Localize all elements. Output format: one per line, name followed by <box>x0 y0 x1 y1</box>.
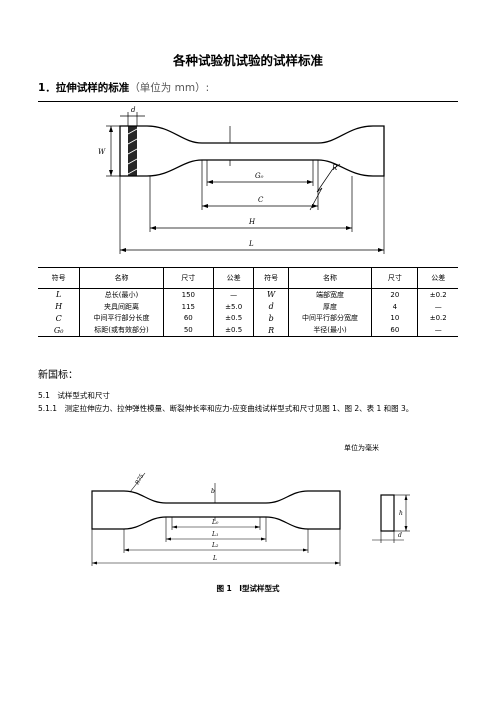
table-header: 符号 <box>38 267 80 289</box>
table-cell: W <box>253 288 289 301</box>
section-1-heading: 1．拉伸试样的标准（单位为 mm）: <box>38 80 209 95</box>
table-cell: 夹具间距离 <box>79 300 164 313</box>
section-divider <box>38 101 458 102</box>
table-cell: — <box>417 300 458 313</box>
section-5-1-heading: 5.1 试样型式和尺寸 <box>38 391 110 400</box>
figure-1-caption: 图 1 Ⅰ型试样型式 <box>216 584 280 593</box>
table-cell: — <box>212 288 254 301</box>
label-L0: L₀ <box>211 519 219 526</box>
section-5-1-1-text: 5.1.1 测定拉伸应力、拉伸弹性模量、断裂伸长率和应力-应变曲线试样型式和尺寸… <box>38 404 414 413</box>
specimen-1-outline <box>119 125 385 177</box>
unit-label: 单位为毫米 <box>344 444 379 452</box>
page-title: 各种试验机试验的试样标准 <box>172 53 323 68</box>
table-cell: 半径(最小) <box>287 324 372 338</box>
table-cell: L <box>55 290 62 300</box>
table-header: 公差 <box>417 267 458 289</box>
table-cell: d <box>253 300 289 313</box>
table-cell: 标距(或有效部分) <box>79 324 164 338</box>
label-L: L <box>248 240 254 248</box>
table-cell: 150 <box>162 288 214 301</box>
table-cell: ±0.5 <box>212 312 254 325</box>
section-1-unit-note: （单位为 mm）: <box>129 82 210 94</box>
table-cell: 60 <box>371 324 418 338</box>
table-cell: G₀ <box>38 324 80 338</box>
table-cell: 厚度 <box>287 300 372 313</box>
label-W: W <box>98 148 106 156</box>
table-header: 尺寸 <box>162 267 214 289</box>
table-header: 名称 <box>79 267 164 289</box>
label-G0: G₀ <box>255 172 264 180</box>
table-cell: 总长(最小) <box>79 288 164 301</box>
label-R: R <box>331 164 338 172</box>
table-header-row: 符号 名称 尺寸 公差 符号 名称 尺寸 公差 <box>38 267 458 289</box>
label-d2: d <box>398 532 402 539</box>
specimen-2-side-view <box>380 494 395 532</box>
table-cell: ±0.5 <box>212 324 254 338</box>
table-cell: R <box>253 324 289 338</box>
specimen-diagram-2: R75 b L₀ L₁ L₂ L h d <box>91 472 410 566</box>
section-1-label: 1．拉伸试样的标准 <box>38 82 130 94</box>
new-standard-heading: 新国标： <box>38 370 78 381</box>
table-cell: — <box>417 324 458 338</box>
label-C: C <box>258 196 264 204</box>
label-H: H <box>248 218 256 226</box>
table-cell: 中间平行部分长度 <box>79 312 164 325</box>
table-cell: 60 <box>162 312 214 325</box>
table-cell: 10 <box>371 312 418 325</box>
table-cell: H <box>55 302 63 312</box>
label-d: d <box>131 106 136 114</box>
table-cell: 115 <box>162 300 214 313</box>
table-cell: 50 <box>162 324 214 338</box>
thickness-hatch <box>128 126 137 176</box>
specification-table: 符号 名称 尺寸 公差 符号 名称 尺寸 公差 L 总长(最小) 150 — W… <box>38 267 458 338</box>
label-h: h <box>399 510 403 517</box>
label-L: L <box>212 555 217 562</box>
table-cell: 端部宽度 <box>287 288 372 301</box>
label-L2: L₂ <box>211 542 219 549</box>
table-cell: 20 <box>371 288 418 301</box>
table-header: 名称 <box>287 267 372 289</box>
table-cell: 中间平行部分宽度 <box>287 312 372 325</box>
table-row: G₀ 标距(或有效部分) 50 ±0.5 R 半径(最小) 60 — <box>38 324 458 338</box>
label-b: b <box>211 488 215 495</box>
table-cell: ±0.2 <box>417 312 458 325</box>
label-L1: L₁ <box>211 531 218 538</box>
table-header: 尺寸 <box>371 267 418 289</box>
table-cell: ±5.0 <box>212 300 254 313</box>
table-cell: 4 <box>371 300 418 313</box>
specimen-diagram-1: d W R G₀ C H L <box>98 106 385 254</box>
table-header: 公差 <box>212 267 254 289</box>
table-row: C 中间平行部分长度 60 ±0.5 b 中间平行部分宽度 10 ±0.2 <box>38 312 458 325</box>
table-cell: b <box>253 312 289 325</box>
table-header: 符号 <box>253 267 289 289</box>
table-row: H 夹具间距离 115 ±5.0 d 厚度 4 — <box>38 300 458 313</box>
table-cell: C <box>55 313 62 323</box>
label-R75: R75 <box>134 473 146 487</box>
table-cell: ±0.2 <box>417 288 458 301</box>
table-row: L 总长(最小) 150 — W 端部宽度 20 ±0.2 <box>38 288 458 301</box>
